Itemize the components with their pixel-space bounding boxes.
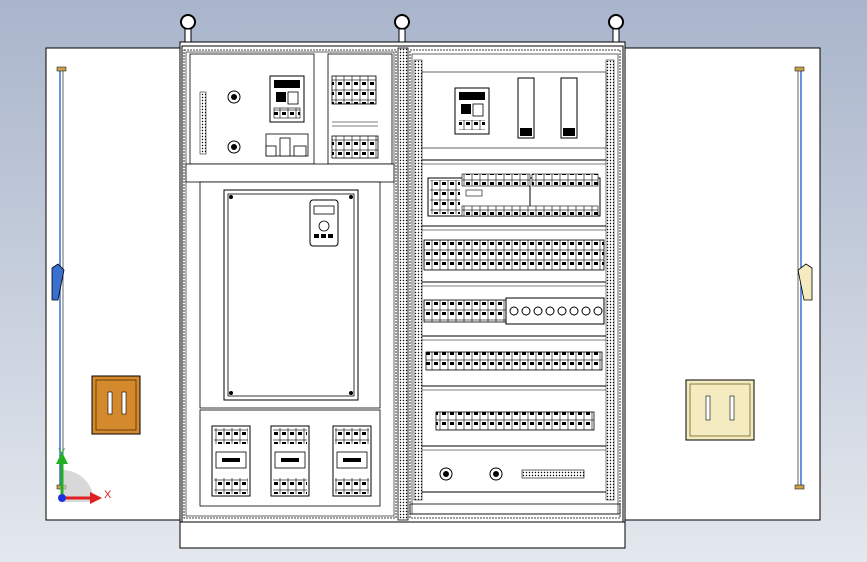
left-door[interactable] (45, 47, 181, 521)
contactor-1[interactable] (211, 425, 251, 497)
power-supply-1[interactable] (517, 77, 535, 139)
plc-module[interactable] (427, 173, 601, 217)
inverter-keypad[interactable] (309, 199, 339, 247)
ground-busbar (521, 469, 585, 479)
lifting-eye-right (608, 14, 624, 43)
relay-bank-right[interactable] (505, 297, 605, 325)
right-door-handle[interactable] (685, 379, 755, 441)
y-axis-label: Y (58, 447, 66, 459)
lifting-eye-left (180, 14, 196, 43)
relay-bank-left[interactable] (423, 299, 507, 323)
terminal-strip-row-5[interactable] (425, 351, 603, 371)
right-door[interactable] (623, 47, 821, 521)
contactor-3[interactable] (332, 425, 372, 497)
indicator-lamp-1[interactable] (227, 90, 241, 104)
lifting-eye-center (394, 14, 410, 43)
terminal-strip-row-6[interactable] (435, 411, 595, 431)
ground-terminal-2[interactable] (489, 467, 503, 481)
keypad-display (313, 205, 335, 215)
left-bay[interactable] (183, 49, 397, 519)
control-circuit-breaker[interactable] (454, 87, 490, 135)
left-door-handle[interactable] (91, 375, 141, 435)
ground-terminal-1[interactable] (439, 467, 453, 481)
right-row-1-plate (421, 71, 607, 149)
relay-row-1[interactable] (331, 75, 377, 105)
power-supply-2[interactable] (560, 77, 578, 139)
right-bay-rail-right (605, 59, 615, 501)
cabinet-plinth (179, 521, 626, 549)
right-bay-rail-left (413, 59, 423, 501)
indicator-lamp-2[interactable] (227, 140, 241, 154)
terminal-strip-vertical (199, 91, 207, 155)
main-circuit-breaker[interactable] (269, 75, 305, 123)
axis-triad[interactable]: Y X (56, 447, 112, 504)
relay-row-2[interactable] (331, 135, 379, 159)
z-axis-dot (58, 494, 66, 502)
x-axis-label: X (104, 489, 112, 501)
left-bay-separator (185, 163, 395, 183)
right-bay[interactable] (409, 49, 621, 519)
terminal-block-group-1[interactable] (265, 133, 309, 157)
right-door-latch-icon[interactable] (797, 263, 813, 301)
y-axis-arrowhead-icon (56, 452, 68, 464)
frequency-inverter[interactable] (223, 189, 359, 401)
keypad-dial-icon[interactable] (318, 220, 330, 232)
left-door-latch-icon[interactable] (51, 263, 65, 301)
contactor-2[interactable] (270, 425, 310, 497)
center-divider (397, 47, 409, 521)
x-axis-arrowhead-icon (90, 492, 102, 504)
right-bay-bottom-rail (409, 503, 621, 515)
terminal-strip-row-3[interactable] (423, 239, 605, 271)
